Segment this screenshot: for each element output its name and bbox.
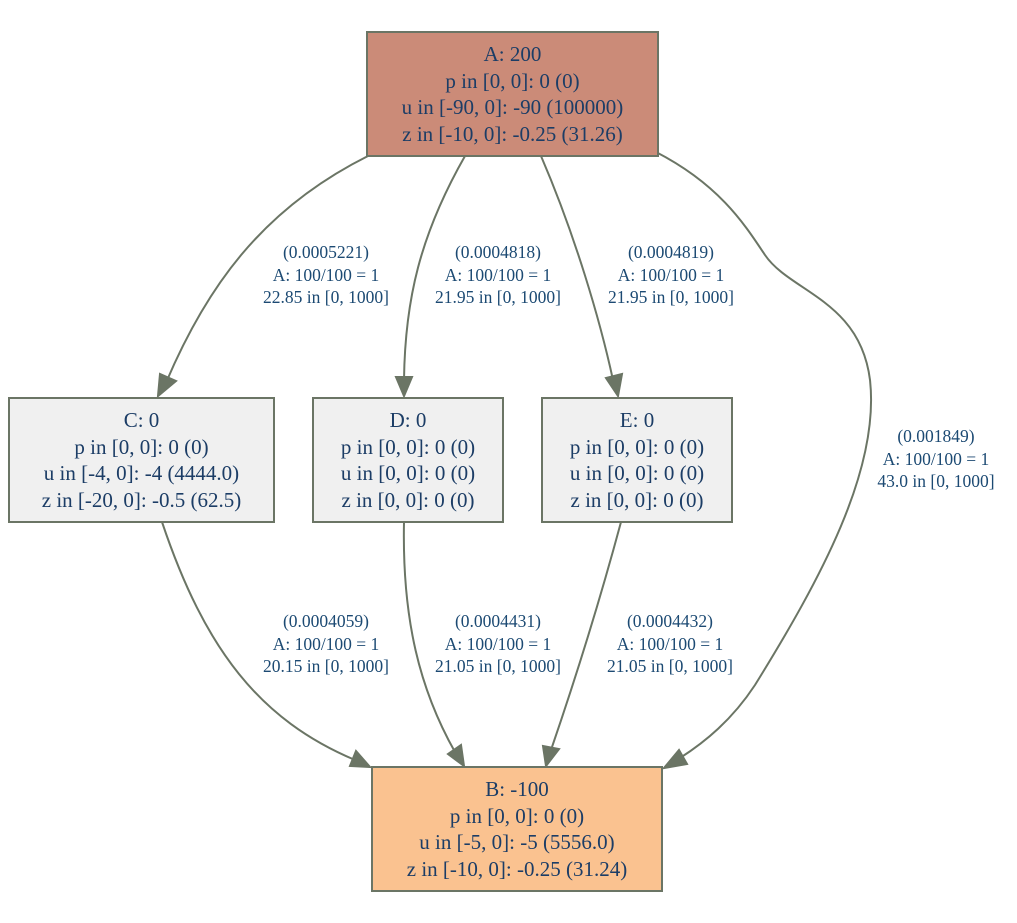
- edge-label-a-d: (0.0004818) A: 100/100 = 1 21.95 in [0, …: [435, 241, 561, 309]
- edge-a-e-weight: (0.0004819): [627, 242, 715, 262]
- node-e: E: 0 p in [0, 0]: 0 (0) u in [0, 0]: 0 (…: [541, 397, 733, 523]
- node-c-title: C: 0: [123, 408, 160, 432]
- edge-label-a-b: (0.001849) A: 100/100 = 1 43.0 in [0, 10…: [877, 425, 994, 493]
- edge-a-b-weight: (0.001849): [897, 426, 975, 446]
- edge-a-d-range: 21.95 in [0, 1000]: [435, 287, 561, 307]
- edge-a-b: [655, 151, 873, 759]
- arrowhead-a-d: [394, 376, 414, 399]
- node-d-title: D: 0: [389, 408, 427, 432]
- node-b-line-p: p in [0, 0]: 0 (0): [449, 803, 585, 828]
- edge-a-c-ratio: A: 100/100 = 1: [272, 264, 380, 285]
- edge-c-b-ratio: A: 100/100 = 1: [272, 633, 380, 654]
- arrowhead-e-b: [541, 744, 561, 769]
- edge-a-c: [164, 155, 369, 386]
- edge-d-b-range: 21.05 in [0, 1000]: [435, 656, 561, 676]
- node-e-line-z: z in [0, 0]: 0 (0): [570, 487, 704, 512]
- edge-e-b: [550, 521, 622, 751]
- node-b: B: -100 p in [0, 0]: 0 (0) u in [-5, 0]:…: [371, 766, 663, 892]
- edge-c-b-range: 20.15 in [0, 1000]: [263, 656, 389, 676]
- edge-d-b-weight: (0.0004431): [454, 611, 542, 631]
- edge-label-a-c: (0.0005221) A: 100/100 = 1 22.85 in [0, …: [263, 241, 389, 309]
- edge-c-b-weight: (0.0004059): [282, 611, 370, 631]
- edge-label-e-b: (0.0004432) A: 100/100 = 1 21.05 in [0, …: [607, 610, 733, 678]
- edge-a-b-ratio: A: 100/100 = 1: [882, 448, 990, 469]
- node-c-line-p: p in [0, 0]: 0 (0): [74, 434, 209, 459]
- arrowhead-c-b: [348, 749, 373, 769]
- edge-d-b-ratio: A: 100/100 = 1: [444, 633, 552, 654]
- node-a-title: A: 200: [483, 42, 542, 66]
- arrowhead-a-e: [604, 372, 624, 399]
- edge-label-a-e: (0.0004819) A: 100/100 = 1 21.95 in [0, …: [608, 241, 734, 309]
- node-c-line-z: z in [-20, 0]: -0.5 (62.5): [41, 487, 242, 512]
- edge-label-d-b: (0.0004431) A: 100/100 = 1 21.05 in [0, …: [435, 610, 561, 678]
- node-e-title: E: 0: [619, 408, 655, 432]
- edge-a-d-weight: (0.0004818): [454, 242, 542, 262]
- edge-e-b-range: 21.05 in [0, 1000]: [607, 656, 733, 676]
- edge-e-b-ratio: A: 100/100 = 1: [616, 633, 724, 654]
- arrowhead-d-b: [446, 743, 466, 769]
- edge-a-e-range: 21.95 in [0, 1000]: [608, 287, 734, 307]
- node-d-line-u: u in [0, 0]: 0 (0): [340, 461, 476, 485]
- node-b-line-z: z in [-10, 0]: -0.25 (31.24): [406, 856, 628, 881]
- arrowhead-a-b: [661, 748, 689, 770]
- node-b-title: B: -100: [485, 777, 549, 801]
- edge-a-c-weight: (0.0005221): [282, 242, 370, 262]
- node-d-line-z: z in [0, 0]: 0 (0): [341, 487, 475, 512]
- edge-a-d: [403, 155, 466, 381]
- edge-d-b: [402, 521, 456, 753]
- edge-e-b-weight: (0.0004432): [626, 611, 714, 631]
- node-a-line-z: z in [-10, 0]: -0.25 (31.26): [402, 121, 623, 146]
- edge-label-c-b: (0.0004059) A: 100/100 = 1 20.15 in [0, …: [263, 610, 389, 678]
- edge-a-b-range: 43.0 in [0, 1000]: [877, 471, 995, 491]
- node-d: D: 0 p in [0, 0]: 0 (0) u in [0, 0]: 0 (…: [312, 397, 504, 523]
- edge-a-d-ratio: A: 100/100 = 1: [444, 264, 552, 285]
- node-e-line-u: u in [0, 0]: 0 (0): [569, 461, 705, 485]
- node-c-line-u: u in [-4, 0]: -4 (4444.0): [43, 461, 240, 485]
- edge-c-b: [161, 521, 356, 761]
- node-c: C: 0 p in [0, 0]: 0 (0) u in [-4, 0]: -4…: [8, 397, 275, 523]
- edge-a-e: [540, 155, 614, 381]
- node-e-line-p: p in [0, 0]: 0 (0): [569, 434, 705, 459]
- node-a-line-u: u in [-90, 0]: -90 (100000): [401, 95, 624, 119]
- edge-a-c-range: 22.85 in [0, 1000]: [263, 287, 389, 307]
- edge-a-e-ratio: A: 100/100 = 1: [617, 264, 725, 285]
- arrowhead-a-c: [156, 372, 178, 399]
- node-d-line-p: p in [0, 0]: 0 (0): [340, 434, 476, 459]
- node-a-line-p: p in [0, 0]: 0 (0): [445, 68, 580, 93]
- node-b-line-u: u in [-5, 0]: -5 (5556.0): [419, 830, 615, 854]
- node-a: A: 200 p in [0, 0]: 0 (0) u in [-90, 0]:…: [366, 31, 659, 157]
